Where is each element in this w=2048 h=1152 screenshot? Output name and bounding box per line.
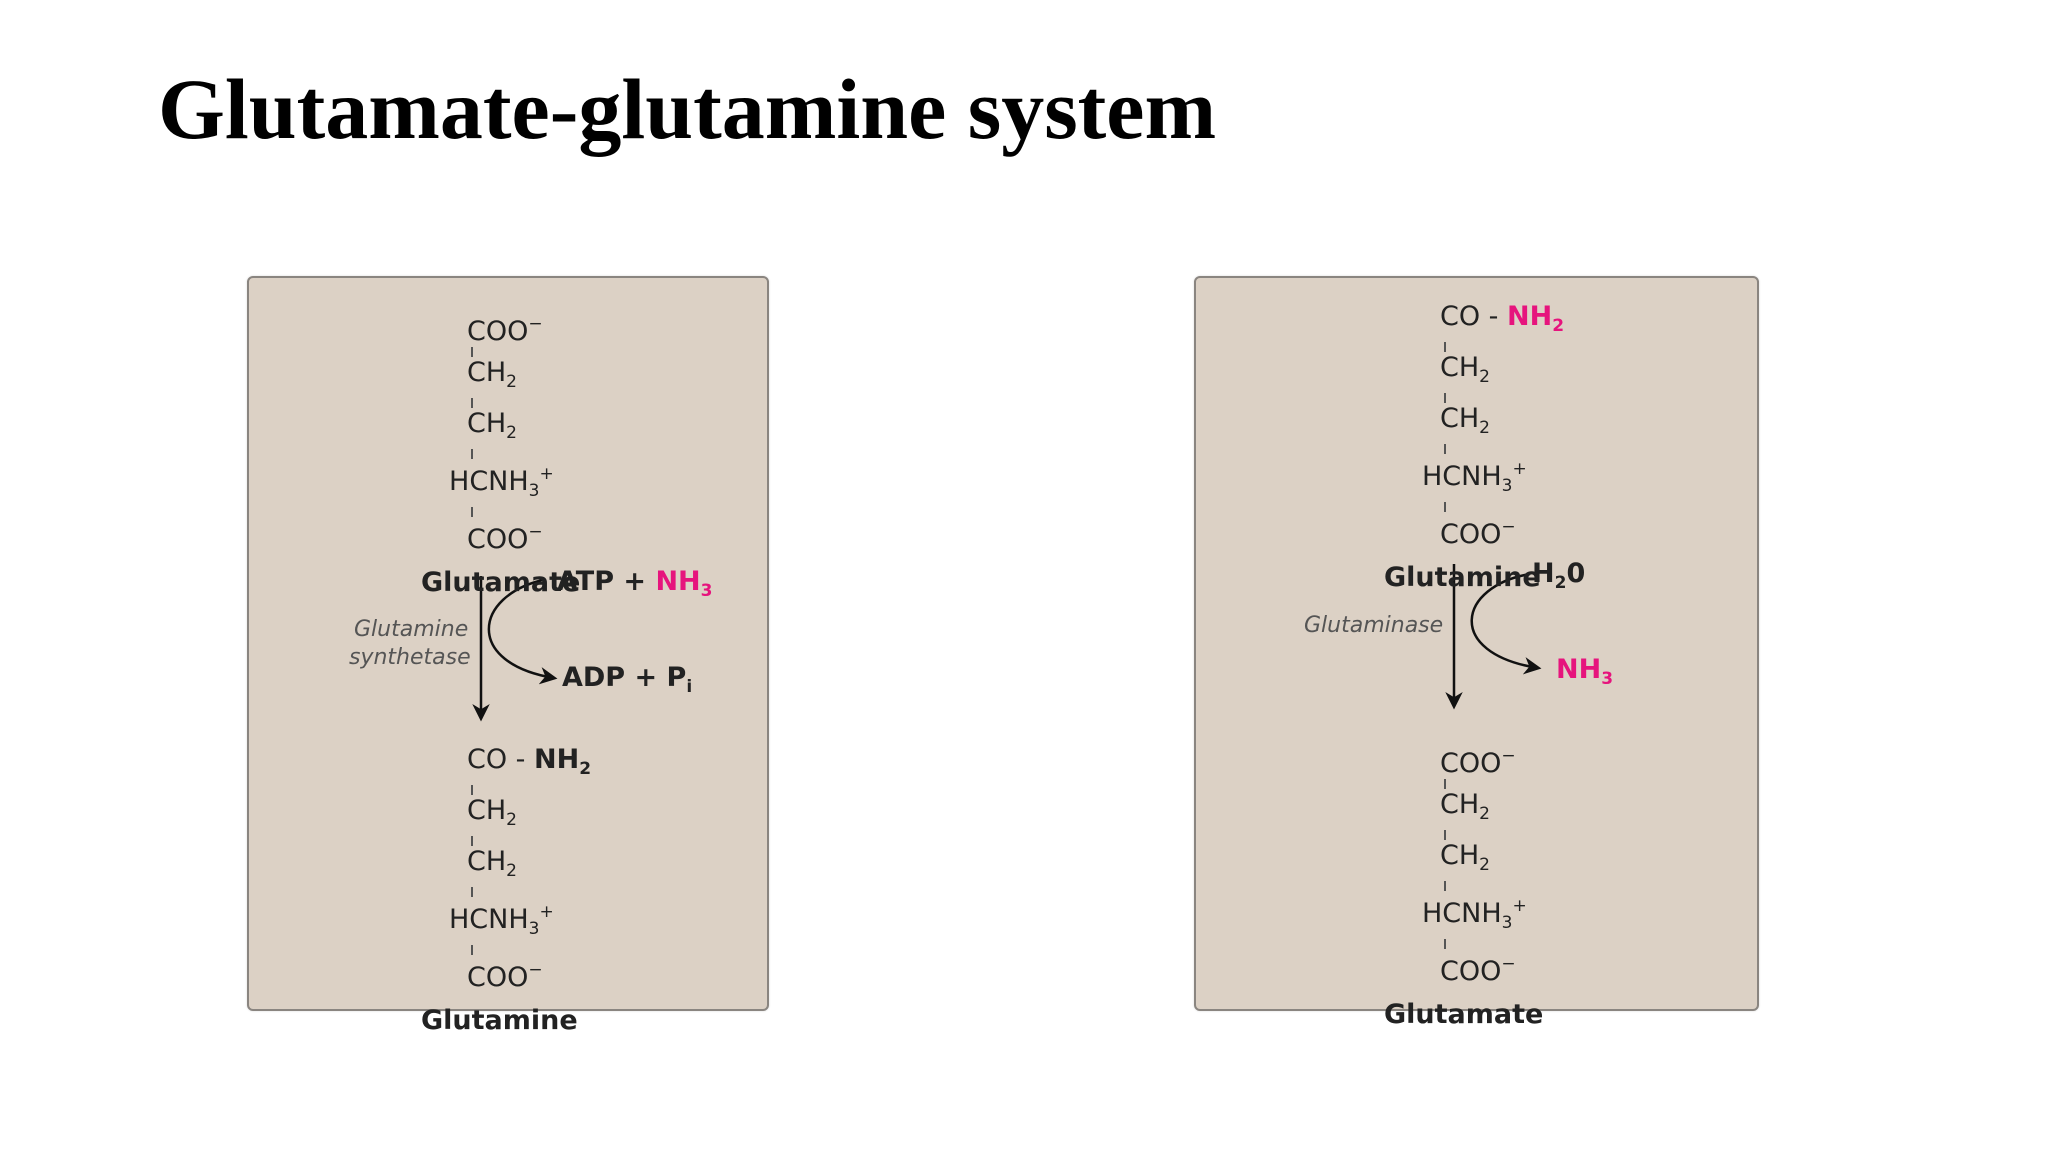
page-title: Glutamate-glutamine system [158,61,1217,157]
product-adp-pi: ADP + Pi [562,662,693,697]
reaction-arrows-left [472,576,558,722]
glutamate-structure: COO− CH2 CH2 HCNH3+ COO− Glutamate [1384,736,1543,1035]
top-molecule-name: Glutamine [1384,562,1541,593]
reactant-water: H20 [1532,558,1586,593]
bottom-molecule-name: Glutamate [1384,999,1544,1030]
glutamine-synthetase-panel: COO− CH2 CH2 HCNH3+ COO− Glutamate ATP +… [247,276,769,1036]
glutamine-structure: CO - NH2 CH2 CH2 HCNH3+ COO− Glutamine [421,739,591,1041]
reaction-arrows-right [1445,564,1542,710]
enzyme-label: Glutamine synthetase [349,617,471,670]
product-ammonia: NH3 [1556,654,1614,689]
reactant-atp-nh3: ATP + NH3 [557,566,713,601]
glutamate-structure: COO− CH2 CH2 HCNH3+ COO− Glutamate [421,304,580,603]
side-reaction-arrow [487,578,558,685]
glutaminase-panel: CO - NH2 CH2 CH2 HCNH3+ COO− Glutamine H… [1194,276,1759,1030]
glutamine-structure: CO - NH2 CH2 CH2 HCNH3+ COO− Glutamine [1384,296,1564,598]
side-reaction-arrow [1470,572,1542,675]
top-molecule-name: Glutamate [421,567,581,598]
bottom-molecule-name: Glutamine [421,1005,578,1036]
enzyme-label: Glutaminase [1304,613,1444,638]
